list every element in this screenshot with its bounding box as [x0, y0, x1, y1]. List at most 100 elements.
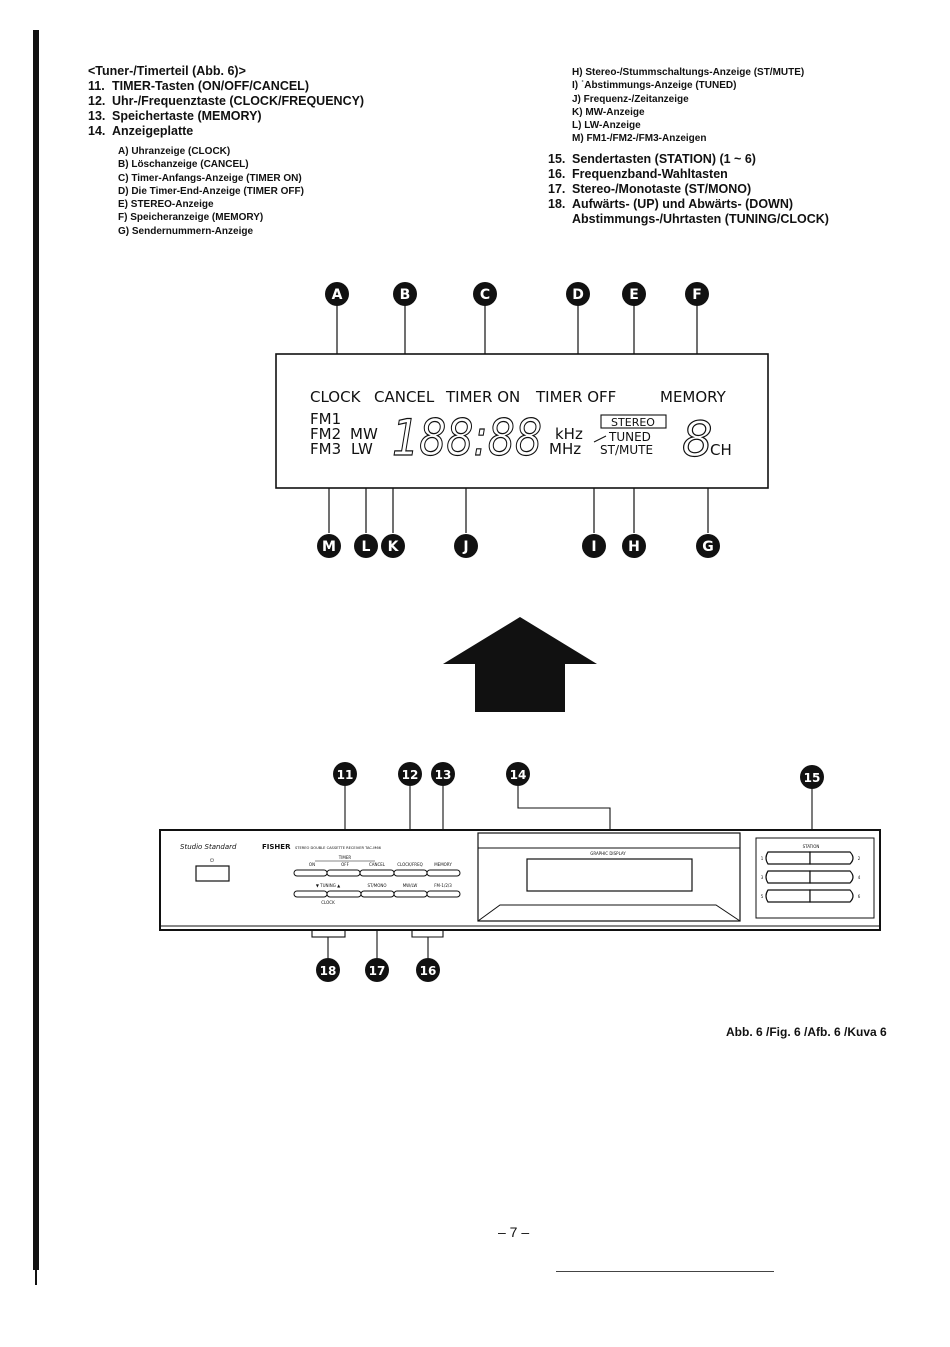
st-mono-button[interactable]: [360, 890, 395, 898]
marker-d: D: [566, 282, 590, 306]
svg-text:G: G: [702, 539, 714, 555]
legend-item-17: 17.Stereo-/Monotaste (ST/MONO): [548, 181, 752, 196]
legend-sub-c: C) Timer-Anfangs-Anzeige (TIMER ON): [118, 172, 302, 184]
svg-text:15: 15: [804, 771, 821, 785]
legend-item-11: 11.TIMER-Tasten (ON/OFF/CANCEL): [88, 79, 309, 93]
legend-sub-e: E) STEREO-Anzeige: [118, 199, 214, 211]
svg-text:E: E: [629, 287, 639, 303]
graphic-display-window: [526, 858, 693, 892]
svg-text:B: B: [400, 287, 411, 303]
timer-off-label: OFF: [341, 862, 349, 867]
timer-on-label: ON: [309, 862, 315, 867]
fm-band-button[interactable]: [426, 890, 461, 898]
svg-text:16: 16: [420, 964, 437, 978]
binding-edge-tail: [35, 1270, 37, 1285]
station-6-button[interactable]: [809, 889, 854, 903]
lcd-khz: kHz: [555, 425, 583, 443]
lcd-tuned-label: TUNED: [608, 430, 651, 444]
timer-label: TIMER: [338, 855, 352, 860]
mw-lw-label: MW/LW: [403, 883, 418, 888]
marker-b: B: [393, 282, 417, 306]
svg-text:17: 17: [369, 964, 386, 978]
marker-g: G: [696, 534, 720, 558]
lcd-ch-label: CH: [710, 441, 732, 459]
lcd-clock-label: CLOCK: [310, 388, 362, 406]
lcd-top-labels: CLOCK CANCEL TIMER ON TIMER OFF MEMORY: [310, 388, 727, 406]
station-label: STATION: [803, 844, 820, 849]
lcd-mhz: MHz: [549, 440, 581, 458]
memory-label: MEMORY: [434, 862, 452, 867]
lcd-lw: LW: [351, 440, 373, 458]
legend-sub-d: D) Die Timer-End-Anzeige (TIMER OFF): [118, 185, 304, 197]
marker-17: 17: [365, 958, 389, 982]
lcd-cancel-label: CANCEL: [374, 388, 435, 406]
marker-18: 18: [316, 958, 340, 982]
marker-13: 13: [431, 762, 455, 786]
legend-sub-j: J) Frequenz-/Zeitanzeige: [572, 93, 689, 105]
lcd-fm3: FM3: [310, 440, 341, 458]
right-legend: H) Stereo-/Stummschaltungs-Anzeige (ST/M…: [548, 66, 829, 227]
st-mono-label: ST/MONO: [367, 883, 386, 888]
station-2-button[interactable]: [809, 851, 854, 865]
station-1-button[interactable]: [765, 851, 811, 865]
clock-label: CLOCK: [321, 900, 335, 905]
station-5-button[interactable]: [765, 889, 811, 903]
lcd-stereo-box: [600, 414, 667, 429]
marker-11: 11: [333, 762, 357, 786]
lcd-display: [275, 353, 769, 489]
timer-off-button[interactable]: [326, 869, 361, 877]
svg-text:H: H: [628, 539, 640, 555]
legend-sub-h: H) Stereo-/Stummschaltungs-Anzeige (ST/M…: [572, 67, 805, 78]
marker-m: M: [317, 534, 341, 558]
legend-sub-l: L) LW-Anzeige: [572, 120, 641, 132]
cancel-button[interactable]: [359, 869, 395, 877]
marker-i: I: [582, 534, 606, 558]
svg-text:C: C: [480, 287, 490, 303]
station-4-button[interactable]: [809, 870, 854, 884]
svg-text:M: M: [322, 539, 336, 555]
section-heading: <Tuner-/Timerteil (Abb. 6)>: [88, 64, 246, 78]
panel-markers: 11 12 13 14 15 18 17 16: [316, 762, 824, 982]
svg-text:A: A: [332, 287, 343, 303]
clock-freq-label: CLOCK/FREQ: [397, 862, 423, 867]
tuning-down-button[interactable]: [293, 890, 328, 898]
marker-15: 15: [800, 765, 824, 789]
svg-text:6: 6: [858, 894, 861, 899]
tuning-up-button[interactable]: [326, 890, 362, 898]
fm-label: FM-1/2/3: [434, 883, 452, 888]
svg-text:11: 11: [337, 768, 354, 782]
timer-on-button[interactable]: [293, 869, 328, 877]
svg-text:18: 18: [320, 964, 337, 978]
svg-text:J: J: [462, 539, 468, 555]
clock-freq-button[interactable]: [393, 869, 428, 877]
svg-text:K: K: [388, 539, 400, 555]
legend-item-16: 16.Frequenzband-Wahltasten: [548, 166, 728, 181]
svg-text:D: D: [572, 287, 584, 303]
legend-sub-f: F) Speicheranzeige (MEMORY): [118, 212, 264, 224]
legend-item-15: 15.Sendertasten (STATION) (1 ~ 6): [548, 151, 756, 166]
legend-item-18: 18.Aufwärts- (UP) und Abwärts- (DOWN): [548, 196, 794, 211]
button-labels-top: TIMER ON OFF CANCEL CLOCK/FREQ MEMORY: [309, 855, 452, 867]
mw-lw-button[interactable]: [393, 890, 428, 898]
lcd-stereo-label: STEREO: [611, 416, 655, 429]
memory-button[interactable]: [426, 869, 461, 877]
station-3-button[interactable]: [765, 870, 811, 884]
lcd-st-mute-label: ST/MUTE: [600, 443, 653, 457]
page-number: – 7 –: [498, 1224, 530, 1240]
binding-edge: [33, 30, 39, 1270]
footer-rule: [556, 1271, 774, 1272]
legend-sub-b: B) Löschanzeige (CANCEL): [118, 159, 249, 171]
legend-sub-i: I) ˙Abstimmungs-Anzeige (TUNED): [572, 80, 737, 92]
marker-l: L: [354, 534, 378, 558]
legend-sub-k: K) MW-Anzeige: [572, 106, 645, 118]
svg-text:12: 12: [402, 768, 419, 782]
marker-c: C: [473, 282, 497, 306]
power-button[interactable]: [195, 865, 230, 882]
legend-sub-a: A) Uhranzeige (CLOCK): [118, 146, 231, 157]
display-markers-top: A B C D E F: [325, 282, 709, 306]
legend-sub-g: G) Sendernummern-Anzeige: [118, 225, 254, 237]
up-arrow-icon: [443, 617, 597, 712]
legend-item-12: 12.Uhr-/Frequenztaste (CLOCK/FREQUENCY): [88, 94, 365, 108]
lcd-frequency-digits: 188:88: [392, 409, 542, 467]
